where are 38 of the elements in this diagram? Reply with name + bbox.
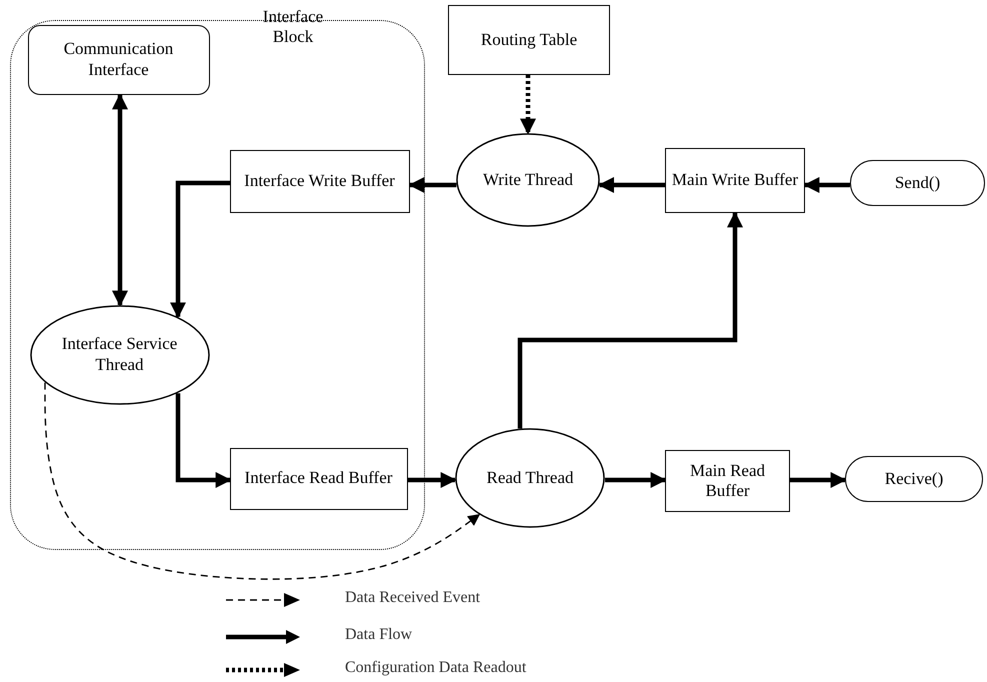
arrow: [176, 393, 232, 488]
dashed-arrow: [520, 75, 536, 135]
legend-label: Data Flow: [345, 626, 412, 644]
node-label: Interface Service Thread: [60, 334, 178, 375]
arrow: [518, 211, 743, 428]
arrow: [604, 472, 667, 488]
node-label: Write Thread: [482, 170, 574, 190]
thread-ellipse: [30, 304, 210, 404]
arrow: [803, 177, 850, 193]
node-label: Interface Read Buffer: [244, 468, 394, 489]
arrow: [790, 472, 847, 488]
buffer-box: [230, 150, 410, 212]
node-label: Communication Interface: [62, 39, 174, 80]
arrow: [170, 180, 230, 318]
node-label: Send(): [894, 172, 942, 194]
function-terminal: [845, 456, 983, 502]
legend-label: Data Received Event: [345, 589, 480, 607]
node-label: Main Write Buffer: [670, 170, 800, 191]
group-heading: Interface Block: [262, 7, 324, 48]
node-label: Interface Write Buffer: [243, 170, 396, 192]
thread-ellipse: [456, 133, 600, 227]
thread-ellipse: [455, 428, 605, 528]
legend-label: Configuration Data Readout: [345, 659, 526, 677]
table-box: [448, 5, 610, 75]
node-label: Main Read Buffer: [688, 460, 766, 502]
arrow: [408, 472, 457, 488]
arrow: [408, 177, 456, 193]
interface-box: [28, 24, 210, 94]
node-label: Read Thread: [485, 468, 574, 488]
buffer-box: [665, 148, 805, 213]
node-label: Recive(): [884, 468, 944, 490]
dashed-arrow: [44, 382, 480, 580]
buffer-box: [665, 450, 790, 512]
node-label: Routing Table: [480, 30, 578, 50]
arrow: [112, 93, 128, 307]
function-terminal: [850, 160, 985, 206]
arrow: [598, 177, 665, 193]
buffer-box: [230, 448, 408, 510]
